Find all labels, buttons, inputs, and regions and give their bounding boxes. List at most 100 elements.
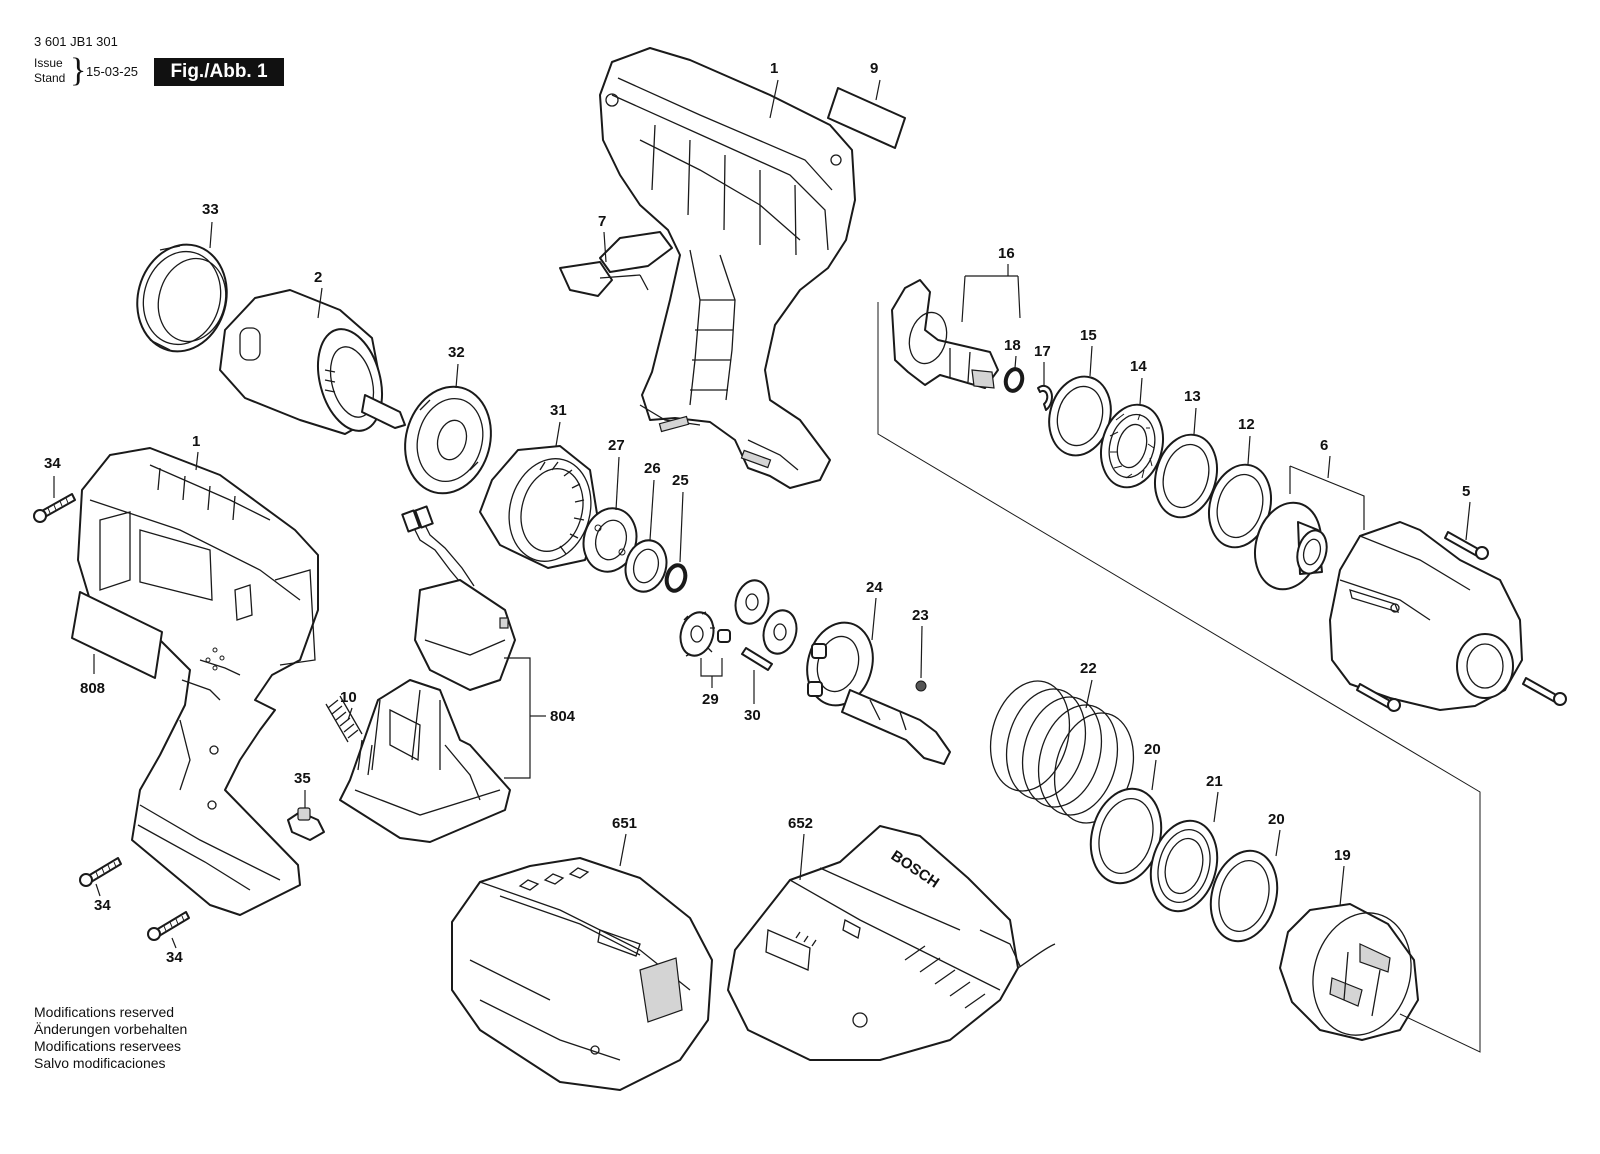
leader-13	[1193, 407, 1197, 435]
disclaimer-line-fr: Modifications reservees	[34, 1038, 182, 1054]
leader-1-top	[769, 79, 779, 119]
callout-12: 12	[1238, 416, 1255, 433]
callout-652: 652	[788, 815, 813, 832]
hammer-case	[1329, 521, 1523, 711]
part-1-housing-half-right	[599, 47, 856, 489]
callout-31: 31	[550, 402, 567, 419]
leader-2	[317, 287, 323, 319]
part-24-spindle	[806, 621, 951, 765]
part-26-washer	[624, 539, 668, 593]
part-7-direction-switch	[559, 231, 673, 297]
modifications-disclaimer: Modifications reserved Änderungen vorbeh…	[34, 1004, 187, 1072]
leader-9	[875, 79, 881, 101]
issue-date: 15-03-25	[86, 64, 139, 79]
callout-1-left: 1	[192, 433, 200, 450]
document-number: 3 601 JB1 301	[34, 34, 118, 49]
part-651-battery-pack	[451, 857, 713, 1091]
leader-15	[1089, 345, 1093, 377]
part-23-steel-ball	[915, 680, 927, 692]
callout-34-top: 34	[44, 455, 61, 472]
part-34-screw-bottom	[147, 911, 190, 941]
callout-32: 32	[448, 344, 465, 361]
part-22-hammer-spring	[989, 680, 1135, 824]
disclaimer-line-es: Salvo modificaciones	[34, 1055, 166, 1071]
issue-label: Issue	[34, 56, 63, 70]
leader-652	[799, 833, 805, 881]
leader-32	[455, 363, 459, 389]
assembly-guide-line	[877, 302, 1481, 1053]
leader-20-b	[1275, 829, 1281, 857]
part-34-screw-top	[33, 493, 76, 523]
bracket-16	[961, 275, 1021, 323]
leader-22	[1085, 679, 1093, 709]
leader-21	[1213, 791, 1219, 823]
callout-804: 804	[550, 708, 576, 725]
callout-21: 21	[1206, 773, 1223, 790]
callout-24: 24	[866, 579, 883, 596]
leader-23	[920, 625, 923, 679]
part-9-nameplate	[827, 87, 906, 149]
part-13-washer	[1154, 433, 1218, 519]
leader-34-bottom	[171, 937, 177, 949]
leader-12	[1247, 435, 1251, 465]
callout-7: 7	[598, 213, 606, 230]
part-16-anvil	[891, 279, 999, 389]
part-33-motor-ring	[136, 243, 228, 353]
callout-29: 29	[702, 691, 719, 708]
disclaimer-line-en: Modifications reserved	[34, 1004, 175, 1020]
leader-18	[1014, 355, 1017, 369]
part-804-switch-assembly	[339, 505, 516, 843]
callout-23: 23	[912, 607, 929, 624]
callout-10: 10	[340, 689, 357, 706]
callout-14: 14	[1130, 358, 1147, 375]
part-6-bearing-sleeve	[1254, 501, 1328, 591]
leader-7	[603, 231, 607, 263]
callout-35: 35	[294, 770, 311, 787]
callout-26: 26	[644, 460, 661, 477]
leader-14	[1139, 377, 1143, 405]
callout-30: 30	[744, 707, 761, 724]
part-30-pin	[741, 647, 773, 671]
part-5-screw-top	[1444, 531, 1489, 560]
callout-5: 5	[1462, 483, 1470, 500]
disclaimer-line-de: Änderungen vorbehalten	[34, 1021, 188, 1037]
part-34-screw-mid	[79, 857, 122, 887]
bracket-804	[504, 657, 531, 779]
callout-18: 18	[1004, 337, 1021, 354]
leader-33	[209, 221, 213, 249]
callout-34-bottom: 34	[166, 949, 183, 966]
leader-27	[615, 456, 620, 511]
part-5-screw-lower-left	[1356, 683, 1401, 712]
callout-1-top: 1	[770, 60, 778, 77]
leader-34-mid	[95, 883, 101, 897]
leader-25	[679, 491, 684, 563]
part-17-retaining-ring	[1037, 384, 1053, 411]
leader-5	[1465, 501, 1471, 541]
part-10-spring	[325, 695, 363, 743]
callout-33: 33	[202, 201, 219, 218]
callout-808: 808	[80, 680, 105, 697]
bracket-29	[700, 658, 723, 677]
callout-19: 19	[1334, 847, 1351, 864]
part-2-motor	[219, 289, 406, 435]
part-1-housing-half-left	[77, 447, 319, 916]
part-14-thrust-bearing	[1100, 403, 1164, 489]
callout-2: 2	[314, 269, 322, 286]
leader-1-left	[195, 451, 199, 471]
callout-13: 13	[1184, 388, 1201, 405]
part-21-thrust-bearing	[1149, 819, 1219, 913]
part-5-screw-lower-right	[1522, 677, 1567, 706]
callout-17: 17	[1034, 343, 1051, 360]
part-19-hammer	[1279, 903, 1419, 1041]
callout-16: 16	[998, 245, 1015, 262]
callout-27: 27	[608, 437, 625, 454]
callout-20-b: 20	[1268, 811, 1285, 828]
part-25-o-ring	[664, 563, 688, 593]
callout-20-a: 20	[1144, 741, 1161, 758]
leader-20-a	[1151, 759, 1157, 791]
leader-26	[649, 479, 655, 541]
part-18-o-ring	[1003, 367, 1025, 393]
callout-651: 651	[612, 815, 637, 832]
